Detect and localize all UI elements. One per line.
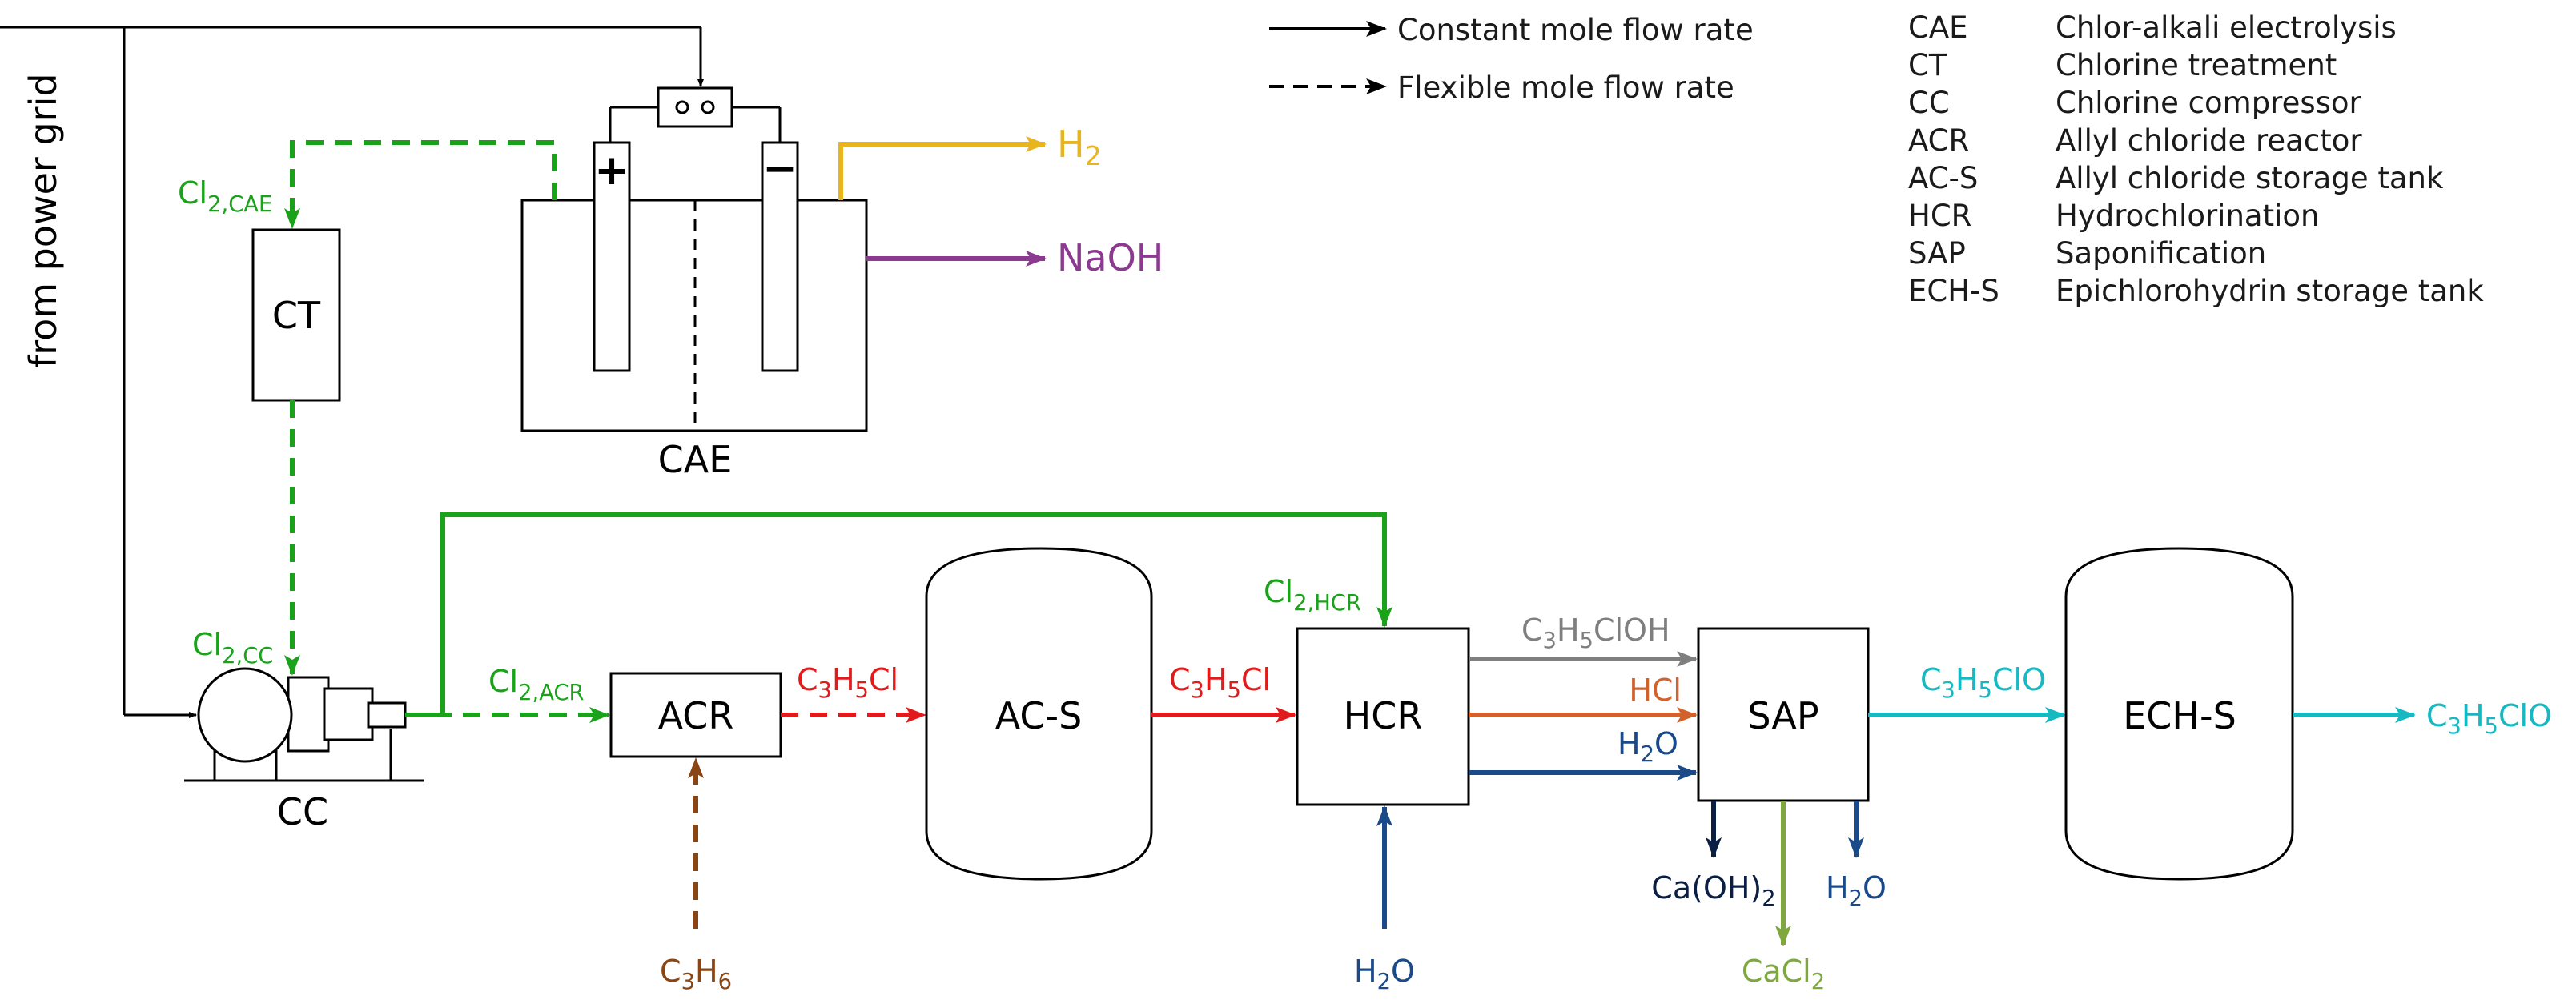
echs-label: ECH-S — [2123, 694, 2236, 737]
abbr-cae-full: Chlor-alkali electrolysis — [2056, 10, 2397, 45]
plus-sign: + — [594, 147, 629, 195]
abbr-acs-full: Allyl chloride storage tank — [2056, 161, 2444, 195]
abbr-sap-full: Saponification — [2056, 236, 2266, 271]
c3h5clo-out-label: C3H5ClO — [2426, 698, 2552, 739]
cl2-hcr-label: Cl2,HCR — [1264, 574, 1361, 616]
ct-label: CT — [272, 294, 321, 337]
abbr-cc-full: Chlorine compressor — [2056, 86, 2362, 120]
h2-label: H2 — [1057, 122, 1102, 171]
power-grid-wiring — [0, 26, 704, 718]
caoh2-label: Ca(OH)2 — [1651, 870, 1775, 911]
c3h5cloh-label: C3H5ClOH — [1521, 612, 1670, 653]
abbr-cc: CC — [1908, 86, 1950, 120]
abbr-ct-full: Chlorine treatment — [2056, 48, 2337, 82]
power-grid-label: from power grid — [22, 73, 65, 368]
abbreviation-table: CAE Chlor-alkali electrolysis CT Chlorin… — [1908, 10, 2484, 308]
compressor-icon — [184, 667, 424, 782]
minus-sign: − — [762, 145, 798, 193]
abbr-acs: AC-S — [1908, 161, 1978, 195]
sap-label: SAP — [1747, 694, 1818, 737]
abbr-echs: ECH-S — [1908, 274, 1999, 308]
power-supply-icon — [657, 86, 733, 128]
naoh-label: NaOH — [1057, 236, 1163, 279]
abbr-cae: CAE — [1908, 10, 1968, 45]
acs-label: AC-S — [995, 694, 1083, 737]
abbr-hcr-full: Hydrochlorination — [2056, 199, 2319, 233]
acs-tank — [925, 547, 1153, 881]
abbr-echs-full: Epichlorohydrin storage tank — [2056, 274, 2484, 308]
echs-tank — [2064, 547, 2294, 881]
cc-label: CC — [277, 790, 328, 833]
anode-electrode — [593, 141, 631, 372]
abbr-sap: SAP — [1908, 236, 1966, 271]
cl2-cc-label: Cl2,CC — [192, 627, 273, 669]
hcr-label: HCR — [1344, 694, 1423, 737]
ct-unit — [251, 228, 341, 402]
hcl-label: HCl — [1629, 673, 1682, 708]
cl2-cae-label: Cl2,CAE — [178, 175, 272, 217]
legend-constant-label: Constant mole flow rate — [1397, 13, 1754, 47]
abbr-hcr: HCR — [1908, 199, 1971, 233]
cl2-hcr-stream — [405, 512, 1392, 717]
abbr-ct: CT — [1908, 48, 1947, 82]
h2o-hcr-sap-label: H2O — [1618, 726, 1678, 767]
cl2-cae-stream — [284, 140, 557, 229]
abbr-acr-full: Allyl chloride reactor — [2056, 123, 2362, 158]
c3h5cl-acs-label: C3H5Cl — [1169, 662, 1271, 703]
hcr-unit — [1296, 627, 1470, 806]
h2o-hcr-in-label: H2O — [1354, 954, 1415, 994]
cl2-acr-label: Cl2,ACR — [488, 664, 585, 705]
legend-flexible-label: Flexible mole flow rate — [1397, 70, 1734, 105]
acr-unit — [609, 672, 782, 758]
cae-label: CAE — [658, 438, 733, 481]
cathode-electrode — [761, 141, 799, 372]
c3h5clo-sap-label: C3H5ClO — [1920, 662, 2046, 703]
c3h6-label: C3H6 — [660, 954, 732, 994]
cae-unit: + − CAE — [520, 86, 868, 481]
sap-unit — [1697, 627, 1870, 802]
acr-label: ACR — [658, 694, 734, 737]
line-style-legend: Constant mole flow rate Flexible mole fl… — [1269, 13, 1754, 105]
abbr-acr: ACR — [1908, 123, 1969, 158]
c3h5cl-acr-label: C3H5Cl — [797, 662, 898, 703]
h2o-sap-out-label: H2O — [1826, 870, 1887, 911]
h2-stream — [838, 136, 1047, 200]
cacl2-label: CaCl2 — [1742, 954, 1825, 994]
